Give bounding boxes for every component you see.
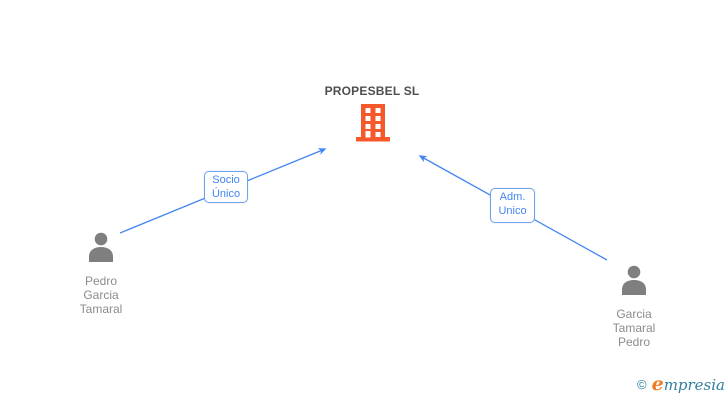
relation-label-line: Adm. (499, 191, 526, 203)
person-name-line: Tamaral (79, 302, 123, 316)
relation-label-line: Socio (212, 174, 240, 186)
person-node-pedro-garcia-tamaral[interactable]: Pedro Garcia Tamaral (55, 232, 147, 316)
person-name-line: Tamaral (612, 321, 656, 335)
copyright-icon: © (637, 376, 647, 392)
person-icon (620, 265, 648, 295)
relation-label-line: Unico (498, 205, 527, 217)
relation-label-line: Único (211, 188, 241, 200)
brand-wordmark: empresia (652, 373, 725, 395)
person-name-line: Pedro (84, 274, 118, 288)
brand-initial: e (651, 373, 664, 395)
building-icon[interactable] (355, 104, 391, 144)
person-name-line: Garcia (83, 288, 119, 302)
relation-label-adm-unico: Adm. Unico (490, 188, 535, 223)
person-name-line: Pedro (617, 335, 651, 349)
empresia-logo[interactable]: © empresia (637, 373, 725, 395)
person-icon (87, 232, 115, 262)
person-name-line: Garcia (616, 307, 652, 321)
company-name[interactable]: PROPESBEL SL (324, 84, 420, 98)
brand-rest: mpresia (663, 376, 725, 394)
person-node-garcia-tamaral-pedro[interactable]: Garcia Tamaral Pedro (588, 265, 680, 349)
relation-label-socio-unico: Socio Único (204, 171, 248, 203)
